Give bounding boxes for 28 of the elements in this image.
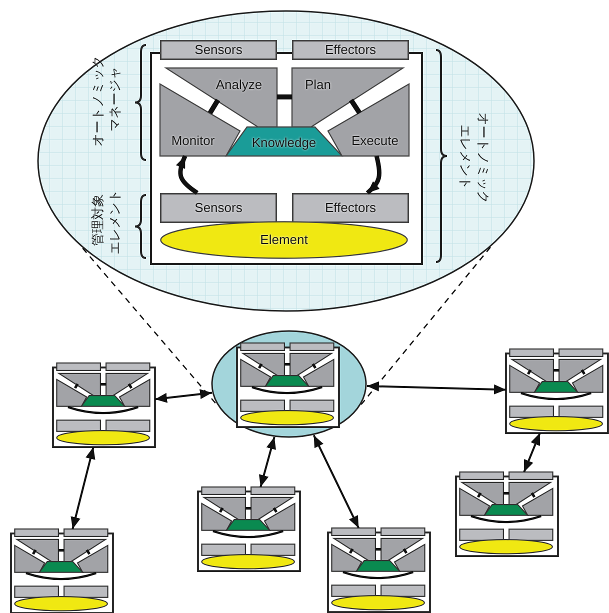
block-label: Monitor	[171, 134, 215, 148]
zoom-line	[360, 246, 491, 405]
bracket-label: 管理対象	[90, 194, 106, 246]
arrow	[176, 155, 199, 195]
arrow	[258, 436, 276, 488]
block-label: Execute	[352, 134, 398, 148]
block-label: Effectors	[324, 42, 376, 58]
arrow	[312, 434, 360, 528]
connector-bar	[277, 94, 292, 100]
bracket-label: オートノミック	[476, 112, 490, 204]
bracket-label: エレメント	[108, 190, 122, 254]
block-label: Plan	[304, 78, 332, 92]
arrow	[523, 432, 541, 472]
arrow	[70, 446, 96, 530]
arrow	[366, 381, 506, 394]
block-label: Sensors	[194, 42, 242, 58]
connector-bar	[208, 98, 220, 114]
zoom-line	[82, 248, 218, 406]
knowledge-label: Knowledge	[252, 136, 316, 150]
bracket-label: マネージャ	[108, 66, 122, 132]
connector-bar	[348, 98, 362, 114]
block-label: Effectors	[324, 200, 376, 216]
block-label: Element	[260, 232, 308, 248]
block-label: Analyze	[216, 78, 262, 92]
block-label: Sensors	[194, 200, 242, 216]
arrow	[366, 156, 382, 195]
arrow	[154, 389, 212, 403]
bracket-label: エレメント	[458, 124, 472, 190]
